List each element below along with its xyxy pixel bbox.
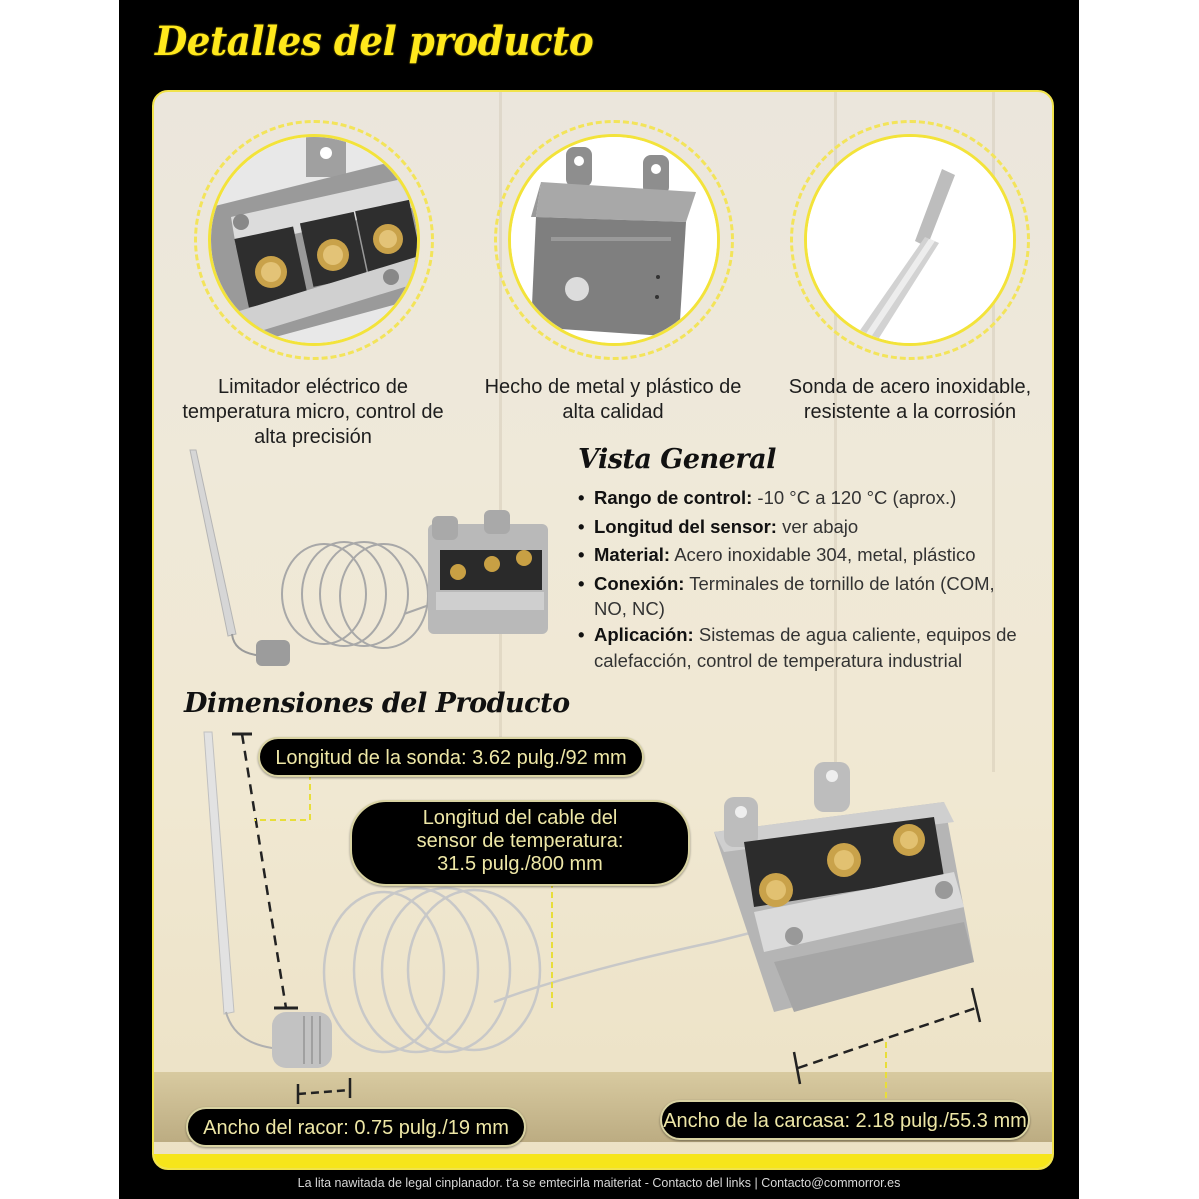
cable-length-line: sensor de temperatura: — [416, 830, 624, 852]
spec-list: Rango de control: -10 °C a 120 °C (aprox… — [578, 484, 1048, 673]
spec-label: Conexión: — [594, 572, 685, 594]
dashed-ring — [790, 120, 1030, 360]
spec-item-connection: Conexión: Terminales de tornillo de lató… — [578, 570, 1048, 622]
spec-value: -10 °C a 120 °C (aprox.) — [757, 487, 957, 508]
wall-seam — [834, 92, 837, 772]
spec-value: Terminales de tornillo de latón (COM, — [689, 572, 995, 594]
product-overview-image — [189, 449, 548, 666]
spec-label: Rango de control: — [594, 487, 753, 508]
detail-caption: Limitador eléctrico de temperatura micro… — [182, 376, 444, 448]
product-card: Limitador eléctrico de temperatura micro… — [152, 90, 1054, 1170]
spec-label: Material: — [594, 544, 671, 565]
overview-title: Vista General — [578, 444, 776, 475]
spec-value-wrap: calefacción, control de temperatura indu… — [594, 649, 963, 671]
detail-circle-housing — [494, 120, 734, 360]
dashed-ring — [194, 120, 434, 360]
dimension-diagram-image — [203, 731, 982, 1104]
spec-item-application: Aplicación: Sistemas de agua caliente, e… — [578, 621, 1048, 673]
spec-label: Aplicación: — [594, 624, 694, 645]
page-title: Detalles del producto — [155, 18, 594, 65]
fitting-width-label: Ancho del racor: 0.75 pulg./19 mm — [186, 1107, 526, 1147]
cable-length-label: Longitud del cable del sensor de tempera… — [350, 800, 690, 886]
cable-length-line: Longitud del cable del — [422, 807, 618, 829]
detail-caption: Hecho de metal y plástico de alta calida… — [484, 376, 742, 423]
wall-seam — [992, 92, 995, 772]
dashed-ring — [494, 120, 734, 360]
cable-length-line: 31.5 pulg./800 mm — [437, 853, 603, 875]
footer-text: La lita nawitada de legal cinplanador. t… — [297, 1176, 901, 1190]
probe-length-label: Longitud de la sonda: 3.62 pulg./92 mm — [258, 737, 644, 777]
spec-item-range: Rango de control: -10 °C a 120 °C (aprox… — [578, 484, 1048, 513]
spec-value: Acero inoxidable 304, metal, plástico — [674, 544, 976, 565]
stainless-probe-closeup-image — [804, 134, 1016, 346]
spec-value: Sistemas de agua caliente, equipos de — [698, 624, 1017, 645]
housing-width-label: Ancho de la carcasa: 2.18 pulg./55.3 mm — [660, 1100, 1030, 1140]
detail-circle-probe — [790, 120, 1030, 360]
spec-item-material: Material: Acero inoxidable 304, metal, p… — [578, 541, 1048, 570]
spec-value-wrap: NO, NC) — [594, 598, 665, 619]
wall-seam — [499, 92, 502, 772]
card-bottom-band — [154, 1154, 1052, 1168]
spec-item-sensor-length: Longitud del sensor: ver abajo — [578, 513, 1048, 542]
metal-housing-closeup-image — [508, 134, 720, 346]
dimensions-title: Dimensiones del Producto — [184, 688, 570, 719]
detail-circle-terminals — [194, 120, 434, 360]
spec-label: Longitud del sensor: — [594, 515, 777, 537]
detail-caption: Sonda de acero inoxidable, resistente a … — [788, 376, 1032, 423]
spec-value: ver abajo — [782, 515, 859, 537]
terminal-block-closeup-image — [208, 134, 420, 346]
